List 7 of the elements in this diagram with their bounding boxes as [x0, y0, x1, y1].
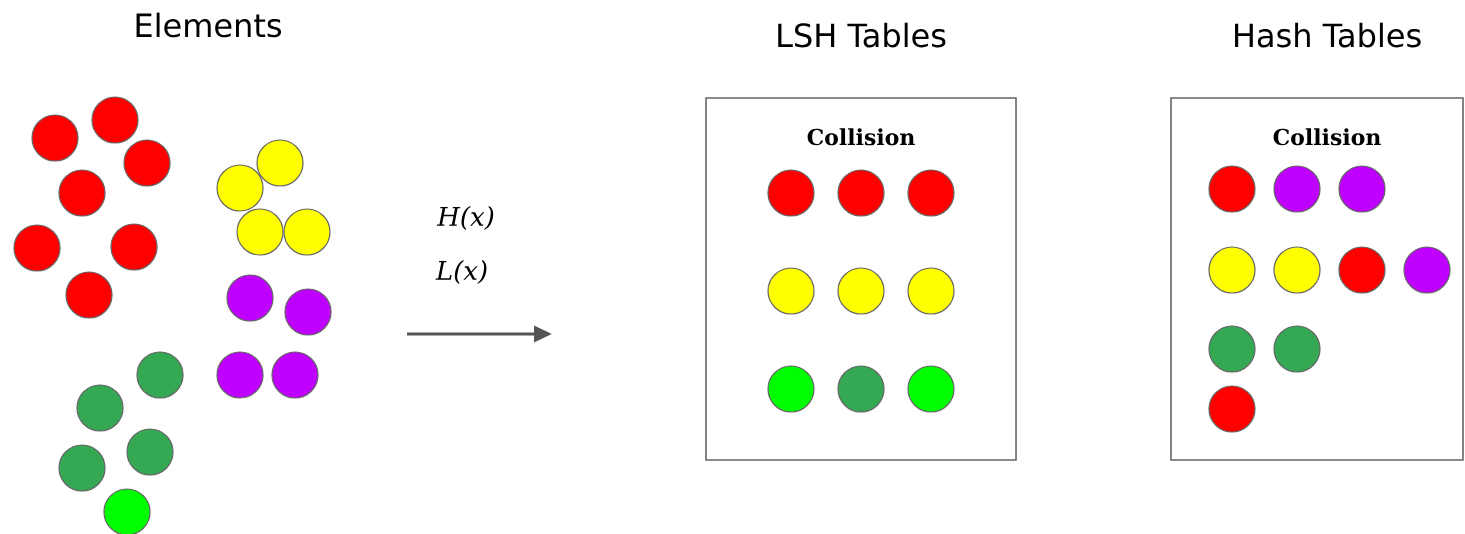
- table-title: LSH Tables: [778, 22, 946, 48]
- function-label: H(x): [436, 206, 494, 230]
- group-title: Elements: [136, 12, 282, 38]
- table-title: Hash Tables: [1235, 22, 1421, 48]
- function-label: L(x): [435, 260, 487, 284]
- collision-heading: Collision: [1273, 128, 1381, 146]
- collision-heading: Collision: [807, 128, 915, 146]
